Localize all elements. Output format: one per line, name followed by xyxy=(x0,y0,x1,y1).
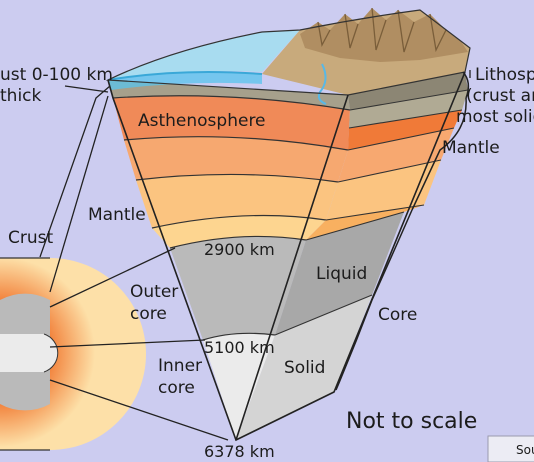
brackets xyxy=(335,71,470,391)
ocean-surface xyxy=(108,30,300,80)
upper-mantle-layer xyxy=(124,136,348,182)
crust-thickness-label: ust 0-100 km xyxy=(0,65,113,85)
depth-6378-label: 6378 km xyxy=(204,442,275,461)
crust-slab xyxy=(0,257,146,451)
side-crust xyxy=(348,72,468,110)
inner-core-layer xyxy=(203,333,275,440)
solid-label: Solid xyxy=(284,358,325,378)
wedge-outline xyxy=(107,71,466,442)
side-mid-mantle xyxy=(326,160,441,220)
lithosphere-label: Lithosph xyxy=(475,65,534,85)
lower-mantle-layer xyxy=(152,215,326,248)
liquid-label: Liquid xyxy=(316,264,367,284)
side-asthenosphere xyxy=(349,90,468,128)
depth-2900-label: 2900 km xyxy=(204,240,275,259)
lithosphere-label-3: most solid xyxy=(456,107,534,127)
source-tab-label[interactable]: Sou xyxy=(516,443,534,457)
side-inner-core xyxy=(236,295,372,440)
mantle-bracket xyxy=(411,97,467,211)
ocean-layer xyxy=(108,72,262,90)
side-upper-mantle xyxy=(338,128,454,182)
outer-core-label-2: core xyxy=(130,304,167,324)
lithosphere-label-2: (crust an xyxy=(466,86,534,106)
core-label: Core xyxy=(378,305,417,325)
wedge-front-face xyxy=(108,72,351,440)
core-bracket xyxy=(335,209,413,391)
outer-core-label: Outer xyxy=(130,282,178,302)
inner-core-label: Inner xyxy=(158,356,202,376)
land-surface xyxy=(105,7,471,105)
crust-label: Crust xyxy=(8,228,53,248)
mid-mantle-layer xyxy=(136,174,338,228)
lithosphere-bracket xyxy=(462,71,470,99)
side-outer-core xyxy=(275,212,404,335)
asthenosphere-layer xyxy=(113,95,350,150)
outer-core-layer xyxy=(170,236,306,340)
crust-thickness-label-2: thick xyxy=(0,86,42,106)
not-to-scale-label: Not to scale xyxy=(346,409,477,434)
mantle-right-label: Mantle xyxy=(442,138,500,158)
ocean-edge xyxy=(107,71,263,81)
slab-inner-arc xyxy=(43,333,59,373)
asthenosphere-label: Asthenosphere xyxy=(138,111,266,131)
depth-5100-label: 5100 km xyxy=(204,338,275,357)
labels: ust 0-100 km thick Asthenosphere Lithosp… xyxy=(0,65,534,461)
crust-layer xyxy=(108,80,350,110)
leader-lines xyxy=(39,70,471,441)
mantle-left-label: Mantle xyxy=(88,205,146,225)
wedge-side-face xyxy=(236,72,469,440)
side-lithosphere-orange xyxy=(348,110,462,150)
slab-inner-core xyxy=(0,334,44,372)
mountain-shadows xyxy=(317,7,447,53)
river xyxy=(317,63,327,105)
inner-core-label-2: core xyxy=(158,378,195,398)
source-tab[interactable]: Sou xyxy=(487,435,534,462)
